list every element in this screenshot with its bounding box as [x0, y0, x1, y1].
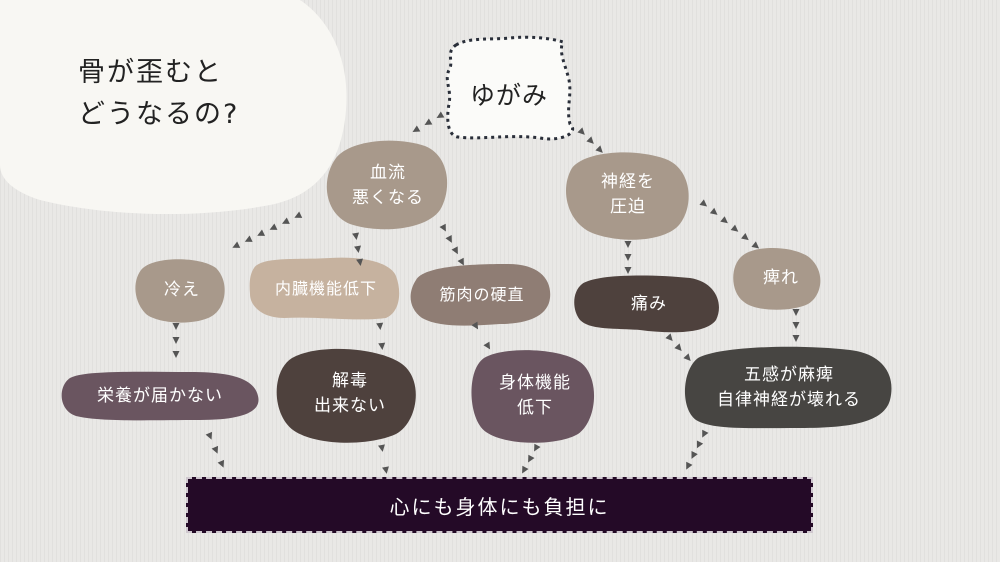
arrow-triangle — [232, 241, 241, 248]
blob-organ-decline — [249, 257, 400, 320]
node-organ-decline: 内臓機能低下 — [274, 279, 377, 299]
blob-numbness — [733, 247, 821, 310]
arrow-triangle — [730, 224, 739, 232]
arrow-triangle — [720, 216, 728, 224]
arrow-triangle — [439, 223, 446, 232]
arrow-triangle — [577, 127, 585, 135]
arrow-triangle — [172, 337, 180, 344]
node-nutrition: 栄養が届かない — [97, 385, 223, 406]
arrow-triangle — [691, 451, 698, 459]
arrow-triangle — [205, 431, 213, 440]
arrow-triangle — [624, 267, 632, 274]
blob-coldness — [135, 259, 225, 323]
blob-nutrition — [61, 371, 259, 421]
connector-arrows — [172, 111, 800, 474]
arrow-triangle — [792, 309, 800, 316]
blob-senses — [684, 346, 892, 429]
node-detox: 解毒 出来ない — [314, 371, 386, 416]
arrow-triangle — [528, 454, 535, 463]
arrow-triangle — [751, 241, 760, 249]
arrow-triangle — [211, 445, 219, 454]
title-cloud-shape — [0, 0, 347, 215]
arrow-triangle — [457, 257, 464, 266]
node-blood-flow: 血流 悪くなる — [352, 163, 424, 208]
arrow-triangle — [378, 342, 386, 350]
arrow-triangle — [696, 440, 704, 449]
arrow-triangle — [257, 229, 266, 236]
arrow-triangle — [382, 466, 389, 474]
arrow-triangle — [534, 443, 541, 452]
page-title: 骨が歪むと どうなるの? — [78, 57, 240, 130]
arrow-triangle — [269, 223, 278, 230]
node-senses: 五感が麻痺 自律神経が壊れる — [717, 365, 861, 410]
arrow-triangle — [483, 341, 491, 350]
root-node-label: ゆがみ — [469, 81, 548, 110]
arrow-triangle — [356, 258, 364, 266]
node-muscle-stiff: 筋肉の硬直 — [439, 285, 525, 305]
arrow-triangle — [471, 321, 479, 330]
arrow-triangle — [424, 118, 433, 126]
arrow-triangle — [436, 111, 445, 119]
arrow-triangle — [702, 429, 709, 438]
blob-blood-flow — [326, 140, 448, 230]
node-numbness: 痺れ — [763, 267, 799, 288]
arrow-triangle — [699, 199, 708, 207]
blob-nerve-pressure — [566, 152, 689, 240]
arrow-triangle — [354, 245, 362, 253]
arrow-triangle — [683, 353, 691, 361]
arrow-triangle — [522, 465, 529, 474]
arrow-triangle — [217, 459, 225, 468]
arrow-triangle — [665, 333, 673, 341]
blob-muscle-stiff — [410, 264, 551, 326]
arrow-triangle — [741, 232, 749, 241]
arrow-triangle — [624, 241, 632, 248]
arrow-triangle — [412, 125, 421, 133]
conclusion-banner: 心にも身体にも負担に — [186, 477, 813, 533]
arrow-triangle — [294, 211, 303, 218]
blob-pain — [574, 275, 719, 333]
arrow-triangle — [624, 254, 632, 261]
arrow-triangle — [376, 322, 384, 330]
arrow-triangle — [686, 461, 693, 470]
arrow-triangle — [172, 351, 180, 358]
arrow-triangle — [792, 322, 800, 329]
arrow-triangle — [792, 335, 800, 342]
blob-detox — [276, 348, 416, 443]
arrow-triangle — [352, 232, 360, 240]
node-pain: 痛み — [631, 293, 667, 314]
arrow-triangle — [674, 343, 682, 351]
blob-body-function — [471, 350, 595, 443]
node-nerve-pressure: 神経を 圧迫 — [601, 172, 655, 217]
arrow-triangle — [172, 323, 180, 330]
arrow-triangle — [244, 235, 253, 242]
arrow-triangle — [709, 207, 718, 215]
arrow-triangle — [378, 444, 385, 452]
root-box-shape — [445, 35, 574, 141]
arrow-triangle — [451, 246, 458, 255]
arrow-triangle — [281, 217, 290, 224]
node-coldness: 冷え — [164, 279, 200, 300]
node-body-function: 身体機能 低下 — [499, 373, 571, 418]
arrow-triangle — [445, 235, 452, 243]
arrow-triangle — [586, 136, 594, 144]
